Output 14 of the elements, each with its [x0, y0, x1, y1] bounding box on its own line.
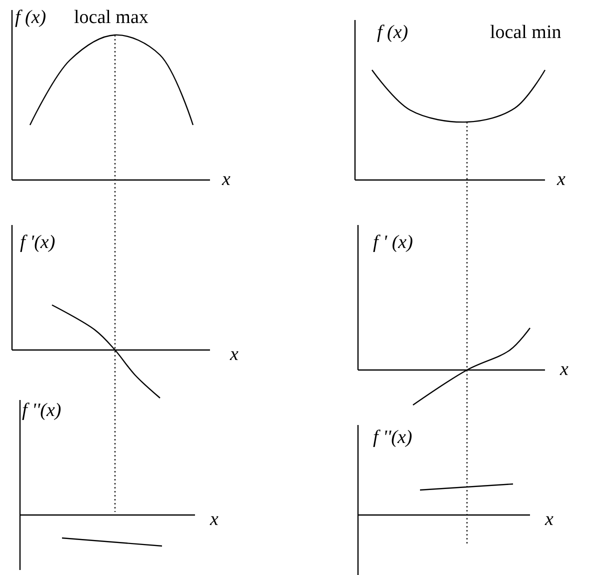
- axis-label: x: [230, 345, 238, 364]
- function-label: f (x): [15, 8, 46, 27]
- axis-label: x: [560, 360, 568, 379]
- axis-label: x: [557, 170, 566, 189]
- function-label: f ''(x): [373, 428, 412, 447]
- plot-title: local max: [74, 8, 148, 27]
- function-label: f (x): [377, 23, 408, 42]
- function-label: f ' (x): [373, 233, 413, 252]
- function-label: f ''(x): [22, 401, 62, 420]
- axis-label: x: [210, 510, 218, 529]
- axis-label: x: [222, 170, 230, 189]
- function-label: f '(x): [20, 233, 56, 252]
- plot-title: local min: [490, 23, 562, 42]
- axis-label: x: [545, 510, 554, 529]
